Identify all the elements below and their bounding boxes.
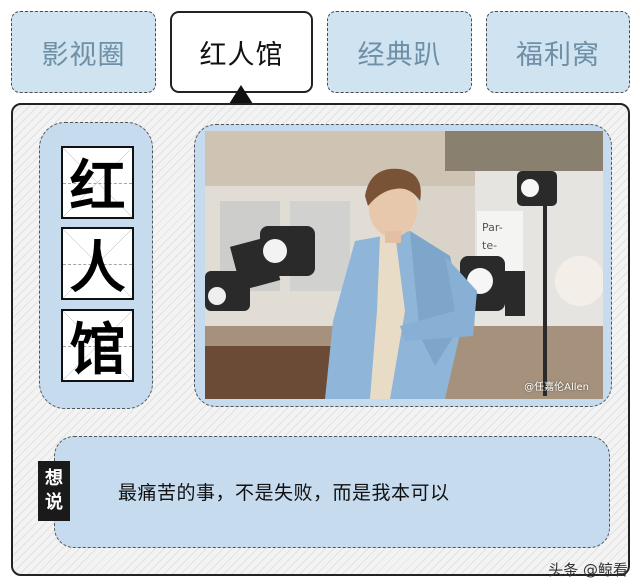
quote-label-char: 说 [45,492,63,513]
tab-celebrity-hall[interactable]: 红人馆 [170,11,313,93]
quote-label: 想 说 [38,461,70,521]
title-char: 馆 [69,318,126,382]
tab-welfare-nest[interactable]: 福利窝 [486,11,630,93]
title-char-box: 红 [61,146,134,219]
title-char-box: 馆 [61,309,134,382]
title-char-box: 人 [61,227,134,300]
sign-text-line: Par- [482,221,503,234]
photo-credit: @任嘉伦Allen [524,382,589,393]
svg-text:te-: te- [482,239,497,252]
tab-film-circle[interactable]: 影视圈 [11,11,156,93]
tab-label: 影视圈 [41,39,126,71]
celebrity-photo[interactable]: Par- te- res @任嘉伦Allen [205,131,603,399]
quote-box [54,436,610,548]
tab-label: 经典趴 [357,39,442,71]
source-watermark: 头条 @鲸看 [548,561,628,579]
tab-label: 红人馆 [199,39,284,71]
tab-classic-party[interactable]: 经典趴 [327,11,472,93]
title-char: 红 [69,155,126,219]
photo-illustration: Par- te- res [205,131,603,399]
quote-label-char: 想 [45,468,63,489]
tab-label: 福利窝 [516,39,600,71]
quote-text: 最痛苦的事，不是失败，而是我本可以 [118,482,450,504]
title-char: 人 [69,236,126,300]
active-tab-pointer-icon [229,85,253,104]
